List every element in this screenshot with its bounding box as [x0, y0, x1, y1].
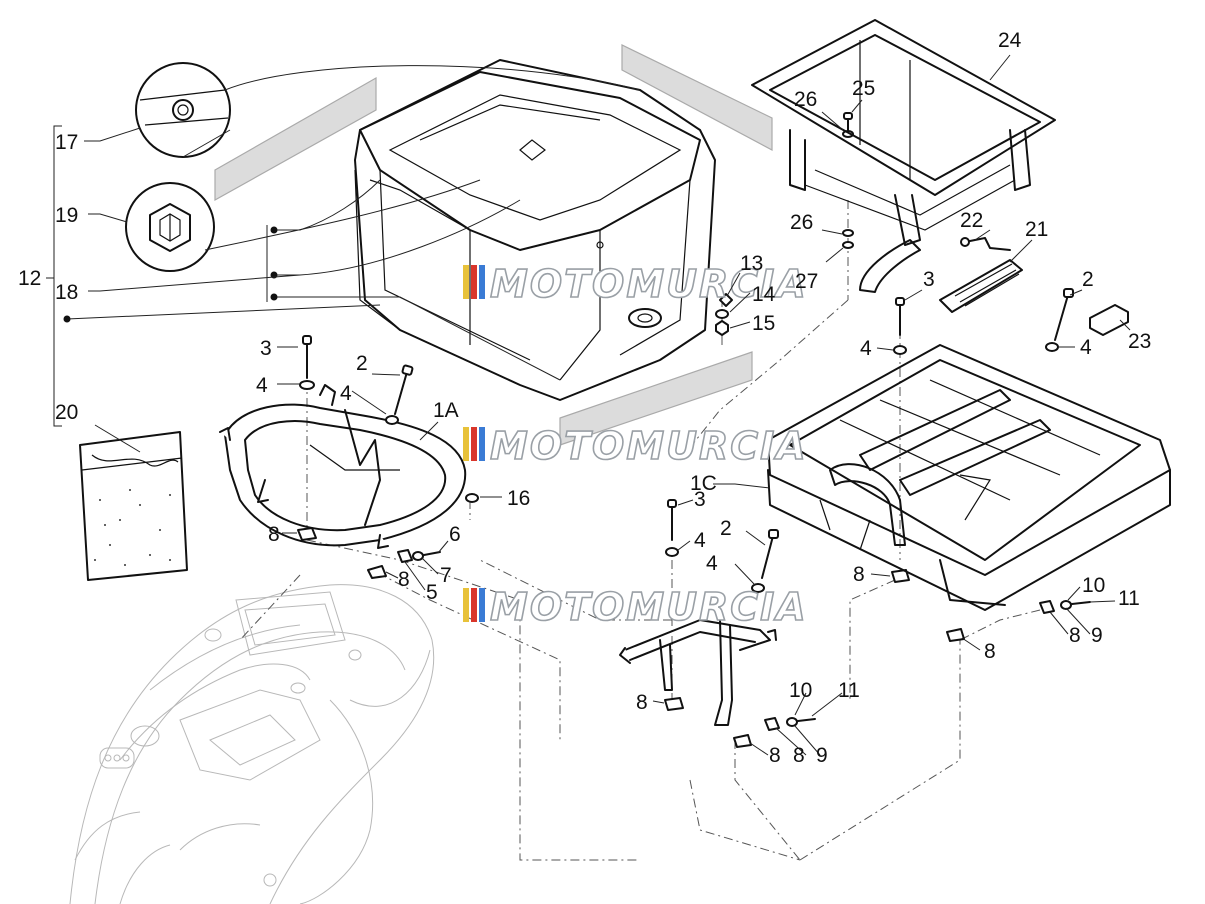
callout-10: 10: [789, 679, 812, 702]
watermark-middle: MOTOMURCIA: [463, 423, 808, 469]
callout-24: 24: [998, 29, 1022, 52]
callout-19: 19: [55, 204, 78, 227]
scooter-body-outline: [69, 584, 435, 904]
callout-22: 22: [960, 209, 983, 232]
callout-8: 8: [853, 563, 865, 586]
callout-20: 20: [55, 401, 78, 424]
callout-9: 9: [1091, 624, 1103, 647]
callout-6: 6: [449, 523, 461, 546]
luggage-rack-large: [767, 344, 1171, 611]
callout-3: 3: [694, 488, 706, 511]
callout-4: 4: [694, 529, 706, 552]
callout-17: 17: [55, 131, 78, 154]
callout-9: 9: [816, 744, 828, 767]
callout-2: 2: [720, 517, 732, 540]
top-case: [354, 59, 716, 401]
callout-8: 8: [984, 640, 996, 663]
callout-16: 16: [507, 487, 530, 510]
callout-15: 15: [752, 312, 775, 335]
callout-2: 2: [356, 352, 368, 375]
callout-3: 3: [260, 337, 272, 360]
callout-8: 8: [1069, 624, 1081, 647]
group-12-bracket: [46, 125, 62, 427]
adhesive-strips: [214, 44, 773, 446]
clip-22: [960, 237, 1011, 251]
callout-1C: 1C: [690, 472, 717, 495]
callout-1A: 1A: [433, 399, 459, 422]
callout-8: 8: [769, 744, 781, 767]
inner-bag-20: [79, 431, 188, 581]
callout-labels: 17 19 12 18 20 3 2 4 4 1A 16 8 6 8 7 5 1…: [18, 29, 1151, 767]
callout-26: 26: [794, 88, 817, 111]
callout-5: 5: [426, 581, 438, 604]
watermark-text: MOTOMURCIA: [490, 424, 808, 468]
callout-4: 4: [1080, 336, 1092, 359]
watermark-bottom: MOTOMURCIA: [463, 584, 808, 630]
callout-12: 12: [18, 267, 41, 290]
callout-3: 3: [923, 268, 935, 291]
strap-21: [939, 259, 1023, 313]
watermark-top: MOTOMURCIA: [463, 261, 808, 307]
bracket-1C: [619, 619, 777, 726]
callout-4: 4: [256, 374, 268, 397]
callout-10: 10: [1082, 574, 1105, 597]
leader-lines: [84, 54, 1131, 756]
callout-11: 11: [1118, 587, 1140, 610]
callout-14: 14: [752, 283, 776, 306]
pad-23: [1089, 304, 1129, 336]
watermark-text: MOTOMURCIA: [490, 585, 808, 629]
callout-connectors: [63, 65, 641, 381]
hardware-small-parts: [297, 112, 1091, 748]
callout-11: 11: [838, 679, 860, 702]
callout-7: 7: [440, 564, 452, 587]
callout-2: 2: [1082, 268, 1094, 291]
callout-23: 23: [1128, 330, 1151, 353]
callout-8: 8: [398, 568, 410, 591]
grab-tube: [859, 239, 921, 293]
watermark-text: MOTOMURCIA: [490, 262, 808, 306]
callout-27: 27: [795, 270, 818, 293]
callout-4: 4: [340, 382, 352, 405]
callout-25: 25: [852, 77, 875, 100]
callout-26: 26: [790, 211, 813, 234]
callout-8: 8: [636, 691, 648, 714]
detail-lock-17: [135, 62, 231, 158]
callout-8: 8: [793, 744, 805, 767]
callout-18: 18: [55, 281, 78, 304]
callout-8: 8: [268, 523, 280, 546]
callout-21: 21: [1025, 218, 1048, 241]
callout-4: 4: [706, 552, 718, 575]
rack-1A: [219, 384, 467, 549]
callout-13: 13: [740, 252, 763, 275]
callout-4: 4: [860, 337, 872, 360]
detail-logo-19: [125, 182, 215, 272]
